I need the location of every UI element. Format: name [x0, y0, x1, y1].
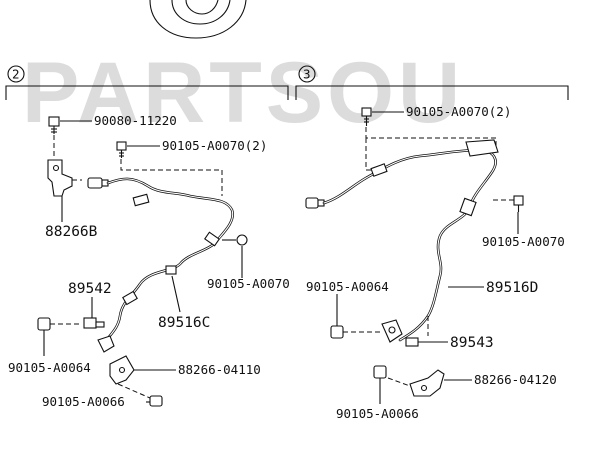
label-2-sensor-wire: 89516C [158, 315, 210, 331]
label-2-bolt-clip: 90105-A0070(2) [162, 138, 267, 153]
bolt-mid-3-icon [513, 195, 524, 212]
label-3-bolt-clip: 90105-A0070(2) [406, 104, 511, 119]
bolt-mid-2-icon [222, 234, 248, 246]
section-3-bracket-line [295, 85, 569, 100]
label-2-clamp: 89542 [68, 281, 112, 297]
sensor-wire-3 [322, 148, 497, 342]
label-2-bolt-bottom: 90105-A0066 [42, 394, 125, 409]
section-3-number: 3 [303, 67, 311, 82]
section-3: 3 90105-A0070(2) [295, 65, 569, 421]
label-3-bolt-left: 90105-A0064 [306, 279, 389, 294]
label-3-clamp: 89543 [450, 335, 494, 351]
connector-3-icon [305, 197, 325, 209]
label-2-bracket-bottom: 88266-04110 [178, 362, 261, 377]
connector-2-icon [87, 177, 109, 189]
label-2-bolt-top: 90080-11220 [94, 113, 177, 128]
label-3-bolt-mid: 90105-A0070 [482, 234, 565, 249]
bracket-88266b-icon [47, 159, 73, 197]
bolt-left-3-icon [330, 325, 344, 339]
bolt-left-2-icon [37, 317, 80, 331]
bracket-2-bottom-icon [109, 355, 135, 385]
bolt-bottom-2-icon [149, 395, 163, 407]
section-2: 2 90080-11220 88266B 90105-A0070(2) [5, 65, 290, 409]
bracket-3-bottom-icon [409, 369, 445, 397]
label-2-bolt-mid: 90105-A0070 [207, 276, 290, 291]
section-2-bracket-line [5, 85, 289, 100]
label-2-bracket: 88266B [45, 224, 98, 240]
label-2-bolt-left: 90105-A0064 [8, 360, 91, 375]
wheel-fragment [149, 0, 247, 39]
clamp-89542-icon [83, 317, 105, 329]
bolt-clip-icon [116, 141, 127, 158]
section-2-number: 2 [12, 67, 20, 82]
bolt-top-icon [48, 116, 60, 134]
watermark: PARTSOU [22, 45, 464, 141]
bolt-clip-3-icon [361, 107, 372, 126]
section-2-badge [7, 65, 25, 83]
bolt-bottom-3-icon [373, 365, 387, 379]
label-3-sensor-wire: 89516D [486, 280, 538, 296]
section-3-badge [298, 65, 316, 83]
label-3-bracket-bottom: 88266-04120 [474, 372, 557, 387]
clamp-89543-icon [405, 337, 419, 347]
label-3-bolt-bottom: 90105-A0066 [336, 406, 419, 421]
